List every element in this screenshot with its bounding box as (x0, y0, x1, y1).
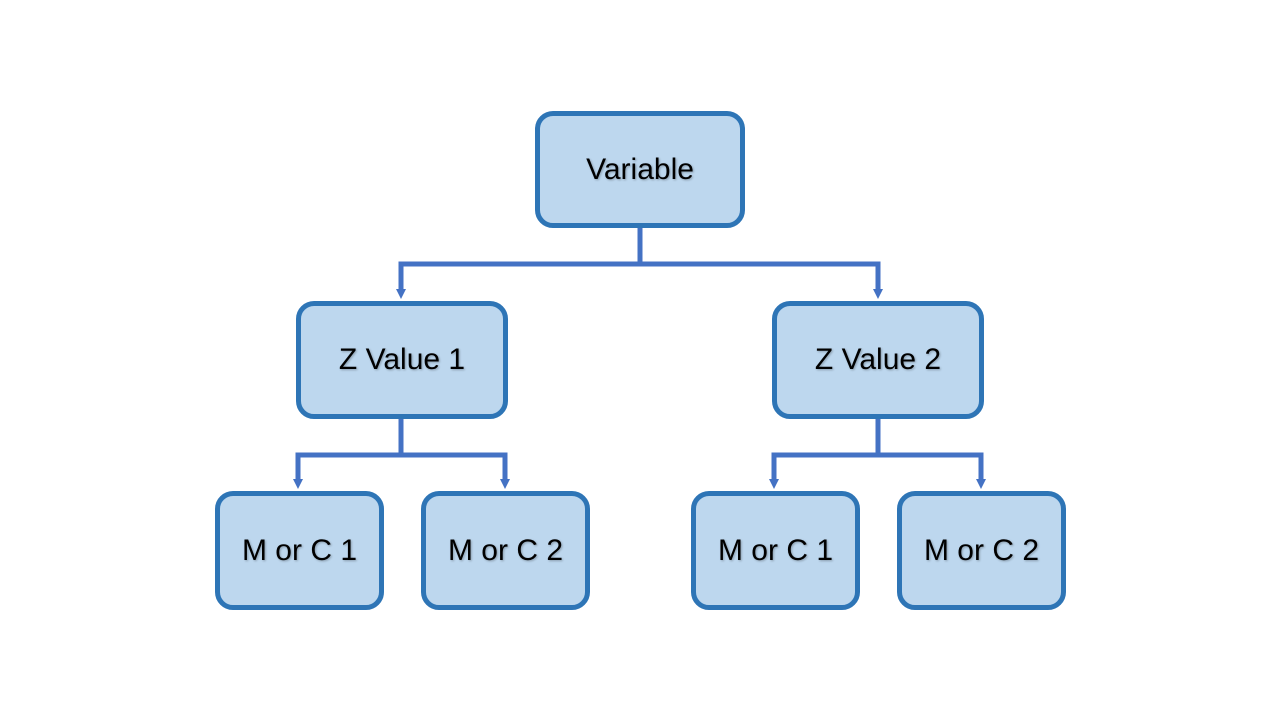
node-m-or-c-1-right: M or C 1 (691, 491, 860, 610)
node-label: Z Value 1 (338, 343, 466, 376)
connector-root-to-z-value-2 (637, 228, 883, 299)
node-z-value-1: Z Value 1 (296, 301, 508, 419)
node-label: M or C 1 (717, 533, 834, 567)
node-m-or-c-2-left: M or C 2 (421, 491, 590, 610)
node-label: Z Value 2 (814, 343, 942, 376)
node-label: Variable (586, 152, 694, 186)
node-z-value-2: Z Value 2 (772, 301, 984, 419)
node-m-or-c-1-left: M or C 1 (215, 491, 384, 610)
connector-z-value-2-to-m-or-c-2 (875, 419, 986, 489)
connector-root-to-z-value-1 (396, 228, 643, 299)
node-label: M or C 1 (241, 533, 358, 567)
node-label: M or C 2 (923, 533, 1040, 567)
node-m-or-c-2-right: M or C 2 (897, 491, 1066, 610)
connector-z-value-1-to-m-or-c-2 (398, 419, 510, 489)
node-label: M or C 2 (447, 533, 564, 567)
node-variable: Variable (535, 111, 745, 228)
connector-z-value-2-to-m-or-c-1 (769, 419, 881, 489)
connector-z-value-1-to-m-or-c-1 (293, 419, 404, 489)
